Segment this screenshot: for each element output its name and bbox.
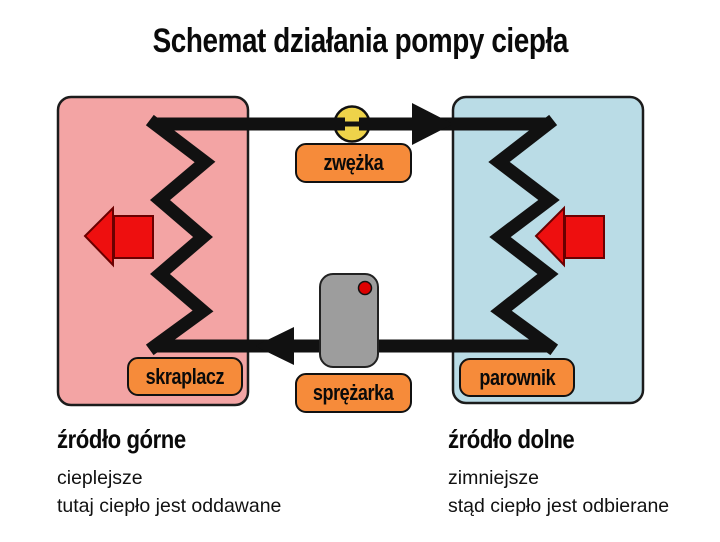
valve-stub-left (331, 117, 345, 131)
cold-side-box (451, 95, 645, 405)
page-title-text: Schemat działania pompy ciepła (152, 22, 568, 60)
label-condenser: skraplacz (127, 357, 243, 396)
label-constriction: zwężka (295, 143, 412, 183)
heat-input-arrow-icon (534, 205, 605, 268)
compressor-icon (319, 273, 379, 368)
valve-stub-right (359, 117, 373, 131)
flow-arrowhead-right-icon (412, 103, 453, 145)
label-condenser-text: skraplacz (145, 363, 225, 389)
label-evaporator: parownik (459, 358, 575, 397)
condenser-coil (145, 114, 216, 356)
lower-source-caption: źródło dolne zimniejsze stąd ciepło jest… (448, 424, 669, 520)
upper-source-line1: cieplejsze (57, 467, 143, 489)
lower-source-line1: zimniejsze (448, 467, 540, 489)
upper-source-heading: źródło górne (57, 424, 281, 455)
upper-source-caption: źródło górne cieplejsze tutaj ciepło jes… (57, 424, 281, 520)
lower-source-heading-text: źródło dolne (448, 424, 575, 454)
lower-source-line2: stąd ciepło jest odbierane (448, 495, 670, 517)
label-compressor-text: sprężarka (313, 380, 394, 405)
lower-source-heading: źródło dolne (448, 424, 669, 455)
upper-source-heading-text: źródło górne (57, 424, 186, 454)
page-title: Schemat działania pompy ciepła (0, 22, 720, 61)
label-evaporator-text: parownik (479, 364, 555, 390)
evaporator-coil (488, 114, 560, 356)
valve-constriction-bar (343, 121, 361, 127)
heat-output-arrow-icon (83, 205, 154, 268)
upper-source-line2: tutaj ciepło jest oddawane (57, 495, 282, 517)
flow-arrowhead-left-icon (255, 327, 294, 365)
compressor-indicator-dot (357, 280, 373, 296)
label-constriction-text: zwężka (323, 150, 384, 175)
label-compressor: sprężarka (295, 373, 412, 413)
